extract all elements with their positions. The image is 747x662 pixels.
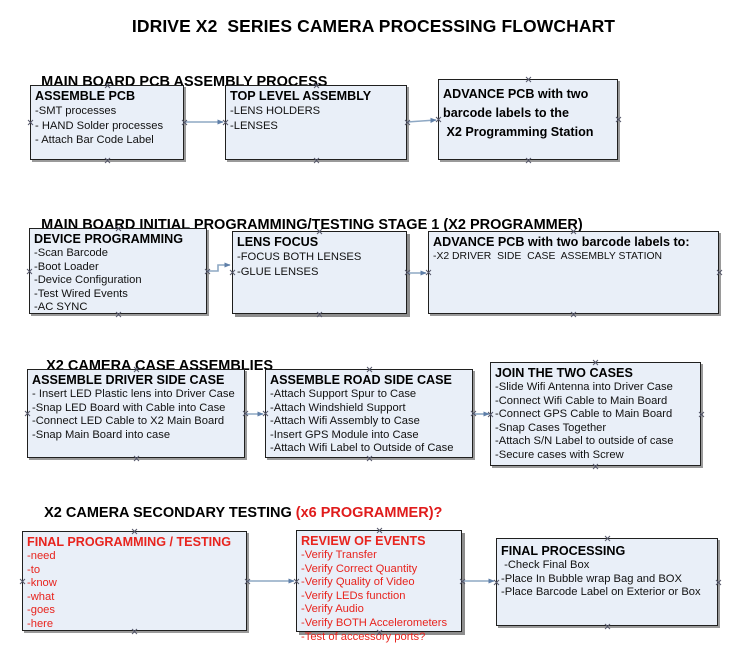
flow-box-line: -Verify Audio	[301, 603, 364, 616]
connector-device-programming-to-lens-focus	[207, 262, 231, 272]
flow-box-final-programming-testing[interactable]: FINAL PROGRAMMING / TESTING -need -to -k…	[22, 531, 247, 631]
flow-box-line: -SMT processes	[35, 105, 117, 117]
flow-box-line: -here	[27, 617, 54, 630]
flow-box-line: - HAND Solder processes	[35, 119, 164, 132]
flow-box-content: TOP LEVEL ASSEMBLY -LENS HOLDERS -LENSES	[230, 89, 404, 133]
flow-box-line: -Attach Support Spur to Case	[270, 388, 417, 400]
flow-box-line: -Insert GPS Module into Case	[270, 428, 419, 441]
flow-box-content: REVIEW OF EVENTS -Verify Transfer -Verif…	[301, 534, 459, 644]
flow-box-title: ASSEMBLE PCB	[35, 89, 136, 103]
flow-box-line: -need	[27, 550, 56, 562]
flow-box-title: JOIN THE TWO CASES	[495, 366, 633, 380]
flow-box-line: -what	[27, 590, 55, 603]
flow-box-title: REVIEW OF EVENTS	[301, 534, 426, 548]
flow-box-title: FINAL PROCESSING	[501, 544, 626, 558]
flow-box-line: -Attach Wifi Label to Outside of Case	[270, 442, 454, 455]
flow-box-final-processing[interactable]: FINAL PROCESSING -Check Final Box -Place…	[496, 538, 718, 626]
flow-box-line: -GLUE LENSES	[237, 265, 319, 278]
flow-box-assemble-pcb[interactable]: ASSEMBLE PCB -SMT processes - HAND Solde…	[30, 85, 184, 160]
flow-box-line: -LENSES	[230, 119, 278, 132]
flow-box-content: ADVANCE PCB with two barcode labels to t…	[443, 85, 615, 142]
flow-box-assemble-driver-side-case[interactable]: ASSEMBLE DRIVER SIDE CASE - Insert LED P…	[27, 369, 245, 458]
flow-box-line: -Attach S/N Label to outside of case	[495, 435, 674, 448]
flow-box-line: -to	[27, 563, 41, 576]
section-heading-text: X2 CAMERA SECONDARY TESTING	[44, 505, 296, 521]
flow-box-top-level-assembly[interactable]: TOP LEVEL ASSEMBLY -LENS HOLDERS -LENSES	[225, 85, 407, 160]
flow-box-line: -Connect Wifi Cable to Main Board	[495, 394, 668, 407]
flow-box-title: ASSEMBLE DRIVER SIDE CASE	[32, 373, 225, 387]
flow-box-line: -Scan Barcode	[34, 247, 109, 259]
flow-box-line: - Insert LED Plastic lens into Driver Ca…	[32, 388, 235, 400]
flow-box-line: -FOCUS BOTH LENSES	[237, 251, 362, 263]
flow-box-line: -LENS HOLDERS	[230, 105, 321, 117]
flow-box-line: -Boot Loader	[34, 260, 99, 273]
flow-box-line: -goes	[27, 604, 55, 617]
flow-box-line: -Verify BOTH Accelerometers	[301, 616, 448, 629]
flow-box-review-of-events[interactable]: REVIEW OF EVENTS -Verify Transfer -Verif…	[296, 530, 462, 643]
flow-box-line: -AC SYNC	[34, 301, 88, 314]
flow-box-title: LENS FOCUS	[237, 235, 319, 249]
flow-box-lens-focus[interactable]: LENS FOCUS -FOCUS BOTH LENSES -GLUE LENS…	[232, 231, 407, 314]
flow-box-content: LENS FOCUS -FOCUS BOTH LENSES -GLUE LENS…	[237, 235, 404, 279]
flow-box-line: -Snap Cases Together	[495, 421, 607, 434]
flow-box-device-programming[interactable]: DEVICE PROGRAMMING -Scan Barcode -Boot L…	[29, 228, 207, 314]
flow-box-content: ASSEMBLE ROAD SIDE CASE -Attach Support …	[270, 373, 470, 456]
flow-box-line: -know	[27, 577, 57, 590]
flow-box-line: -Secure cases with Screw	[495, 448, 624, 461]
flow-box-title: ADVANCE PCB with two barcode labels to:	[433, 235, 690, 249]
flow-box-line: -Device Configuration	[34, 274, 142, 287]
flow-box-line: -Test Wired Events	[34, 287, 128, 300]
flow-box-content: FINAL PROGRAMMING / TESTING -need -to -k…	[27, 535, 244, 632]
flow-box-title: FINAL PROGRAMMING / TESTING	[27, 535, 232, 549]
flow-box-line: -Verify Transfer	[301, 549, 377, 561]
flow-box-content: DEVICE PROGRAMMING -Scan Barcode -Boot L…	[34, 232, 204, 315]
flow-box-line: -Place Barcode Label on Exterior or Box	[501, 586, 701, 599]
flow-box-join-the-two-cases[interactable]: JOIN THE TWO CASES -Slide Wifi Antenna i…	[490, 362, 701, 466]
flow-box-content: FINAL PROCESSING -Check Final Box -Place…	[501, 544, 715, 600]
flow-box-line: -Snap Main Board into case	[32, 428, 171, 441]
flow-box-assemble-road-side-case[interactable]: ASSEMBLE ROAD SIDE CASE -Attach Support …	[265, 369, 473, 458]
flow-box-title: DEVICE PROGRAMMING	[34, 232, 184, 246]
flow-box-advance-pcb-programming-station[interactable]: ADVANCE PCB with two barcode labels to t…	[438, 79, 618, 160]
flow-box-line: -Slide Wifi Antenna into Driver Case	[495, 381, 673, 393]
flow-box-line: -Test of accessory ports?	[301, 630, 426, 643]
flow-box-line: - Attach Bar Code Label	[35, 134, 154, 147]
flow-box-line: -Connect LED Cable to X2 Main Board	[32, 415, 225, 428]
flow-box-line: -X2 DRIVER SIDE CASE ASSEMBLY STATION	[433, 251, 663, 262]
page-title: IDRIVE X2 SERIES CAMERA PROCESSING FLOWC…	[131, 16, 616, 36]
flow-box-line: -Place In Bubble wrap Bag and BOX	[501, 572, 682, 585]
flow-box-content: ASSEMBLE DRIVER SIDE CASE - Insert LED P…	[32, 373, 242, 442]
flow-box-line: -Snap LED Board with Cable into Case	[32, 401, 226, 414]
flow-box-title: TOP LEVEL ASSEMBLY	[230, 89, 372, 103]
flow-box-title: ADVANCE PCB with two	[443, 87, 589, 101]
flow-box-title: barcode labels to the	[443, 106, 569, 120]
flow-box-line: -Attach Wifi Assembly to Case	[270, 415, 420, 428]
flow-box-line: -Connect GPS Cable to Main Board	[495, 408, 673, 421]
flow-box-content: ADVANCE PCB with two barcode labels to: …	[433, 235, 716, 265]
flow-box-line: -Verify LEDs function	[301, 589, 406, 602]
flow-box-title: X2 Programming Station	[443, 125, 594, 139]
flow-box-line: -Verify Quality of Video	[301, 576, 415, 589]
flow-box-content: JOIN THE TWO CASES -Slide Wifi Antenna i…	[495, 366, 698, 463]
section-heading-x2-camera-secondary-testing: X2 CAMERA SECONDARY TESTING (x6 PROGRAMM…	[28, 489, 442, 537]
flow-box-title: ASSEMBLE ROAD SIDE CASE	[270, 373, 452, 387]
connector-top-level-to-advance-pcb	[406, 117, 437, 123]
flow-box-advance-pcb-driver-side-case[interactable]: ADVANCE PCB with two barcode labels to: …	[428, 231, 719, 314]
flow-box-content: ASSEMBLE PCB -SMT processes - HAND Solde…	[35, 89, 181, 148]
section-heading-accent: (x6 PROGRAMMER)?	[295, 505, 443, 521]
flow-box-line: -Check Final Box	[501, 559, 590, 571]
flow-box-line: -Verify Correct Quantity	[301, 562, 418, 575]
flow-box-line: -Attach Windshield Support	[270, 401, 406, 414]
